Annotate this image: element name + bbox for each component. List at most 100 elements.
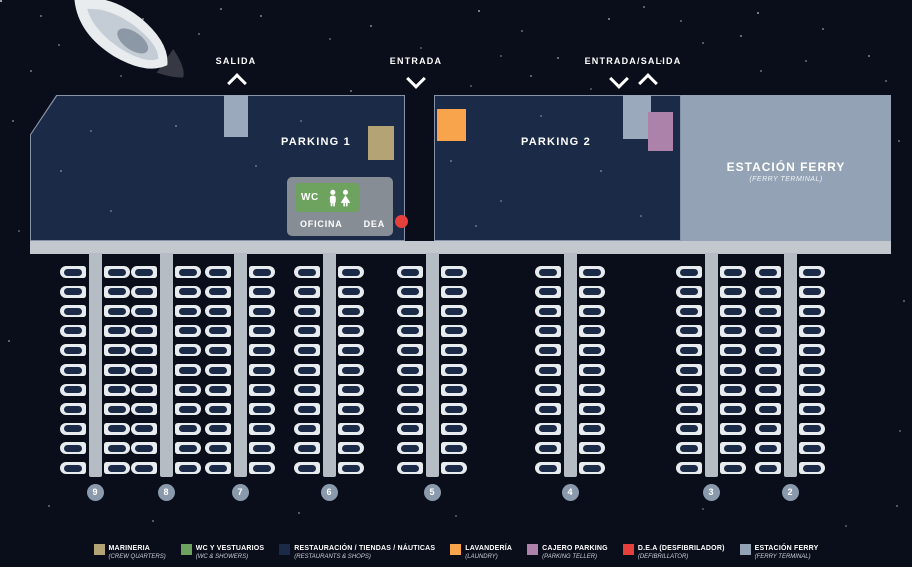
boat-icon xyxy=(205,344,231,357)
facility-box: WC OFICINA DEA xyxy=(287,177,393,236)
boat-icon xyxy=(676,364,702,376)
boat-deck xyxy=(445,366,463,374)
legend-label: MARINERIA xyxy=(108,545,150,552)
boat-deck xyxy=(108,444,126,452)
boat-icon xyxy=(60,462,86,474)
boat-deck xyxy=(342,386,360,394)
boat-icon xyxy=(676,422,702,435)
boat-deck xyxy=(342,307,360,315)
pier-bar xyxy=(425,253,439,477)
legend-swatch xyxy=(180,544,192,555)
entrada-label: ENTRADA xyxy=(389,56,443,66)
boat-icon xyxy=(60,305,86,318)
boat-deck xyxy=(445,288,463,296)
boat-icon xyxy=(104,364,130,376)
boat-icon xyxy=(397,422,423,435)
boat-deck xyxy=(108,327,126,335)
entrada-salida-label: ENTRADA/SALIDA xyxy=(584,56,682,66)
boat-icon xyxy=(104,285,130,298)
boat-icon xyxy=(338,422,364,435)
boat-deck xyxy=(539,386,557,394)
boat-icon xyxy=(720,344,746,357)
boat-icon xyxy=(249,305,275,318)
boat-deck xyxy=(135,386,153,394)
boat-icon xyxy=(441,403,467,416)
boat-icon xyxy=(294,383,320,396)
boat-icon xyxy=(535,324,561,337)
boat-icon xyxy=(579,324,605,337)
boat-icon xyxy=(579,383,605,396)
boat-deck xyxy=(401,464,419,472)
legend-item: CAJERO PARKING(PARKING TELLER) xyxy=(527,544,608,561)
legend-item: RESTAURACIÓN / TIENDAS / NÁUTICAS(RESTAU… xyxy=(279,544,435,561)
boat-deck xyxy=(135,327,153,335)
pier-number: 8 xyxy=(157,484,175,501)
boat-deck xyxy=(179,444,197,452)
boat-deck xyxy=(342,288,360,296)
boat-deck xyxy=(298,346,316,354)
boat-deck xyxy=(135,288,153,296)
boat-deck xyxy=(583,366,601,374)
boat-deck xyxy=(253,386,271,394)
boat-deck xyxy=(445,386,463,394)
boat-deck xyxy=(179,268,197,276)
boat-deck xyxy=(759,425,777,433)
boat-deck xyxy=(179,288,197,296)
boat-icon xyxy=(175,403,201,416)
boat-deck xyxy=(759,386,777,394)
boat-deck xyxy=(298,464,316,472)
boat-deck xyxy=(445,346,463,354)
boat-icon xyxy=(338,462,364,474)
legend-label: D.E.A (DESFIBRILADOR) xyxy=(637,545,725,552)
boat-icon xyxy=(175,442,201,455)
legend-swatch xyxy=(739,544,751,555)
pier-bar xyxy=(233,253,247,477)
boat-icon xyxy=(205,324,231,337)
boat-deck xyxy=(724,307,742,315)
boat-icon xyxy=(397,364,423,376)
boat-deck xyxy=(108,405,126,413)
boat-deck xyxy=(298,327,316,335)
boat-deck xyxy=(803,386,821,394)
boat-deck xyxy=(209,425,227,433)
boat-icon xyxy=(249,403,275,416)
legend: MARINERIA(CREW QUARTERS)WC Y VESTUARIOS(… xyxy=(0,544,912,561)
boat-icon xyxy=(579,422,605,435)
main-quay-road xyxy=(30,241,891,254)
boat-deck xyxy=(135,464,153,472)
boat-deck xyxy=(724,405,742,413)
boat-icon xyxy=(60,364,86,376)
marineria-block xyxy=(368,126,394,160)
boat-icon xyxy=(579,364,605,376)
boat-icon xyxy=(205,364,231,376)
boat-icon xyxy=(720,422,746,435)
boat-deck xyxy=(680,444,698,452)
boat-icon xyxy=(799,344,825,357)
boat-deck xyxy=(108,464,126,472)
boat-deck xyxy=(803,327,821,335)
boat-icon xyxy=(755,285,781,298)
boat-deck xyxy=(64,366,82,374)
boat-icon xyxy=(104,383,130,396)
boat-icon xyxy=(579,305,605,318)
boat-icon xyxy=(720,462,746,474)
boat-icon xyxy=(104,422,130,435)
boat-icon xyxy=(175,285,201,298)
legend-item: LAVANDERÍA(LAUNDRY) xyxy=(450,544,512,561)
legend-sublabel: (PARKING TELLER) xyxy=(542,554,598,560)
boat-deck xyxy=(401,386,419,394)
oficina-label: OFICINA xyxy=(300,219,343,229)
boat-deck xyxy=(724,346,742,354)
boat-deck xyxy=(803,425,821,433)
boat-deck xyxy=(724,268,742,276)
boat-icon xyxy=(294,266,320,278)
boat-icon xyxy=(205,305,231,318)
boat-deck xyxy=(342,405,360,413)
boat-icon xyxy=(755,344,781,357)
boat-deck xyxy=(253,288,271,296)
parking2-label: PARKING 2 xyxy=(521,136,591,148)
boat-icon xyxy=(799,266,825,278)
boat-deck xyxy=(298,444,316,452)
boat-icon xyxy=(799,324,825,337)
legend-sublabel: (DEFIBRILLATOR) xyxy=(637,554,689,560)
